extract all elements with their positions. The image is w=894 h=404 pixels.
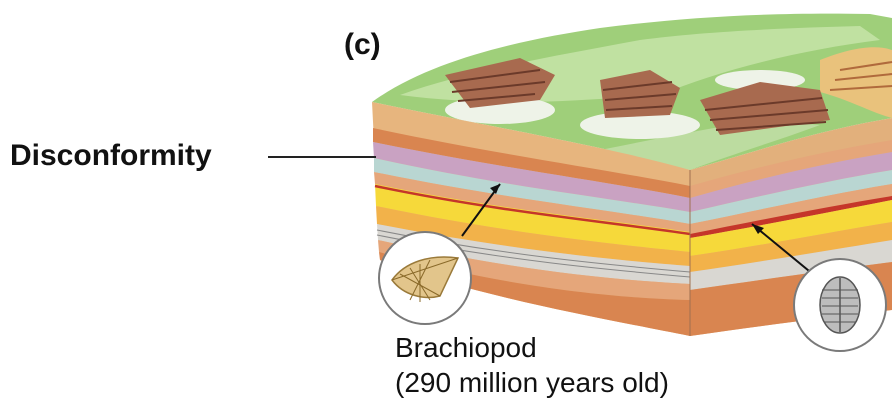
fossil-name: Brachiopod <box>395 332 537 363</box>
trilobite-fossil-icon <box>819 276 861 334</box>
disconformity-label: Disconformity <box>10 139 212 172</box>
fossil-age: (290 million years old) <box>395 367 669 398</box>
rock-outcrops <box>445 58 830 135</box>
panel-label: (c) <box>344 28 381 61</box>
block-front-face <box>372 102 691 336</box>
brachiopod-fossil-icon <box>391 256 460 302</box>
fossil-caption: Brachiopod (290 million years old) <box>395 330 669 400</box>
